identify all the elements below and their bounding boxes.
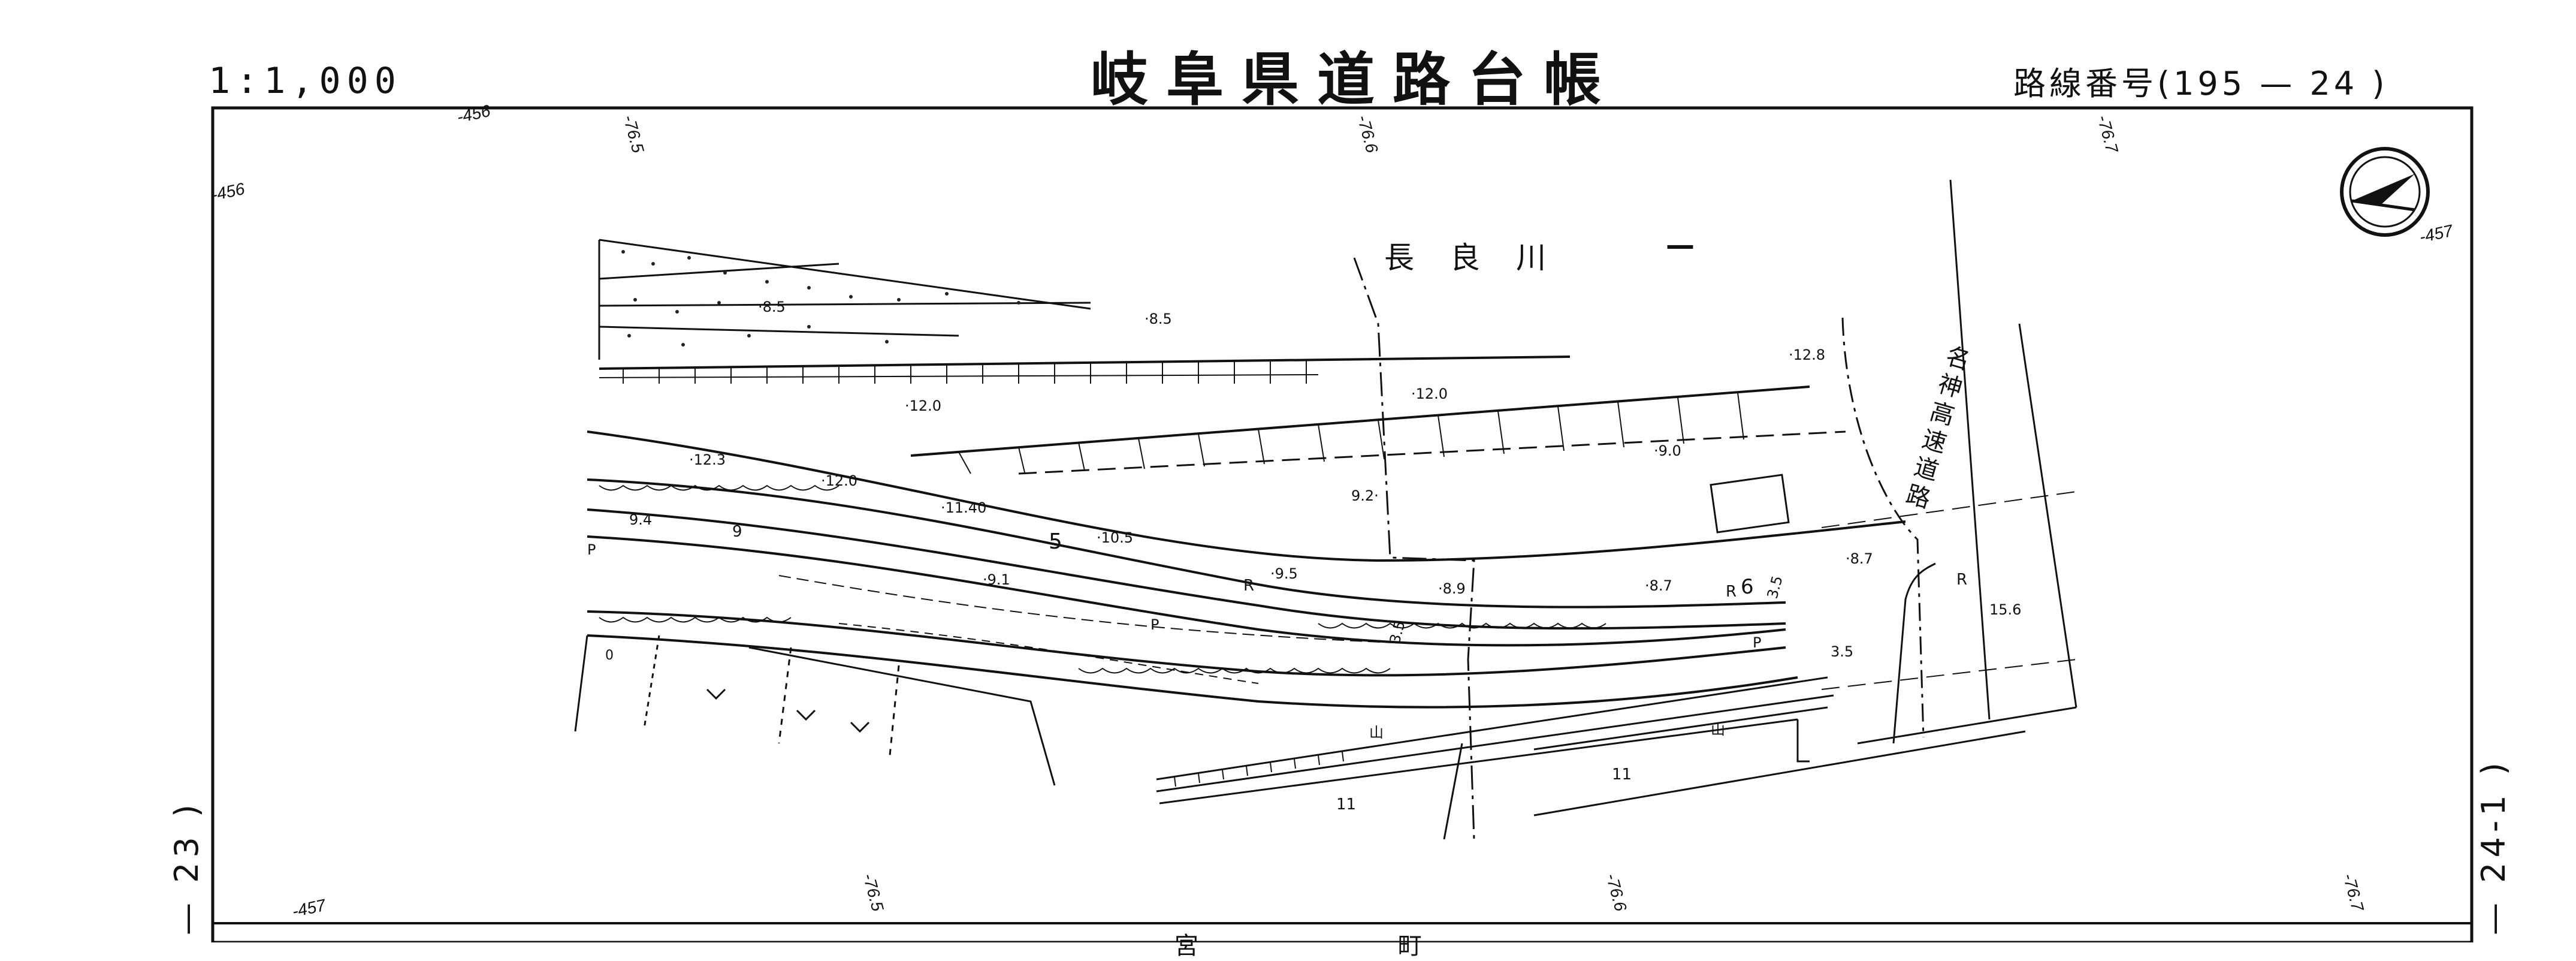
svg-text:11: 11 (1336, 796, 1356, 814)
svg-text:-76.5: -76.5 (859, 872, 887, 914)
expressway (1841, 179, 2077, 745)
svg-text:P: P (1753, 634, 1761, 651)
svg-text:11: 11 (1612, 766, 1632, 784)
right-page-reference: — 24-1 ) (2475, 758, 2512, 935)
map-scale: 1:1,000 (209, 60, 402, 102)
svg-text:·12.0: ·12.0 (1411, 385, 1448, 402)
svg-text:R: R (1956, 571, 1967, 589)
svg-text:·12.3: ·12.3 (689, 451, 726, 468)
svg-text:-456: -456 (210, 179, 247, 204)
svg-text:-76.5: -76.5 (620, 113, 648, 155)
boundary-line (1353, 257, 1475, 840)
svg-text:3.5: 3.5 (1831, 643, 1853, 660)
svg-text:3.5: 3.5 (1387, 619, 1409, 645)
svg-text:0: 0 (605, 648, 614, 663)
svg-text:-76.6: -76.6 (1354, 113, 1382, 155)
building (1710, 474, 1790, 534)
svg-text:·8.7: ·8.7 (1846, 550, 1873, 567)
map-frame (211, 106, 2474, 942)
svg-text:9.4: 9.4 (629, 511, 652, 528)
svg-text:-457: -457 (291, 896, 328, 921)
svg-text:-456: -456 (455, 101, 493, 126)
route-number: 路線番号(195 — 24 ) (2013, 65, 2388, 103)
main-road (587, 430, 1906, 709)
svg-text:9.2·: 9.2· (1351, 487, 1379, 504)
svg-text:-76.7: -76.7 (2094, 113, 2122, 156)
svg-text:·9.1: ·9.1 (983, 571, 1010, 588)
svg-text:·12.8: ·12.8 (1789, 347, 1825, 363)
svg-text:山: 山 (1369, 724, 1384, 741)
svg-text:9: 9 (732, 523, 742, 541)
river-embankment (598, 239, 1091, 360)
north-arrow-icon (2340, 147, 2430, 237)
svg-text:·8.7: ·8.7 (1645, 577, 1672, 594)
svg-text:-457: -457 (2418, 221, 2456, 246)
svg-text:3.5: 3.5 (1764, 574, 1786, 600)
svg-text:-76.6: -76.6 (1602, 872, 1630, 914)
svg-text:山: 山 (1711, 721, 1725, 738)
svg-text:6: 6 (1741, 575, 1754, 599)
svg-text:·9.0: ·9.0 (1654, 442, 1681, 459)
svg-text:·12.0: ·12.0 (821, 472, 857, 489)
svg-text:·11.40: ·11.40 (941, 499, 986, 516)
svg-text:·12.0: ·12.0 (905, 397, 941, 414)
svg-text:5: 5 (1049, 529, 1062, 554)
svg-text:·8.9: ·8.9 (1438, 580, 1466, 597)
svg-text:·8.5: ·8.5 (1144, 311, 1172, 327)
svg-text:P: P (587, 541, 596, 558)
svg-text:R: R (1243, 577, 1254, 595)
svg-text:P: P (1150, 616, 1159, 633)
left-page-reference: — 23 ) (168, 799, 206, 935)
district-label: 宮 町 (1174, 932, 1518, 960)
svg-text:15.6: 15.6 (1989, 601, 2021, 618)
svg-text:·9.5: ·9.5 (1270, 565, 1298, 582)
svg-text:R: R (1726, 583, 1737, 601)
svg-text:·8.5: ·8.5 (758, 299, 786, 315)
svg-text:·10.5: ·10.5 (1097, 529, 1133, 546)
svg-text:—: — (1666, 228, 1695, 262)
svg-text:-76.7: -76.7 (2339, 872, 2367, 914)
river-label: 長良川 (1384, 240, 1582, 275)
page-title: 岐阜県道路台帳 (1091, 46, 1619, 113)
